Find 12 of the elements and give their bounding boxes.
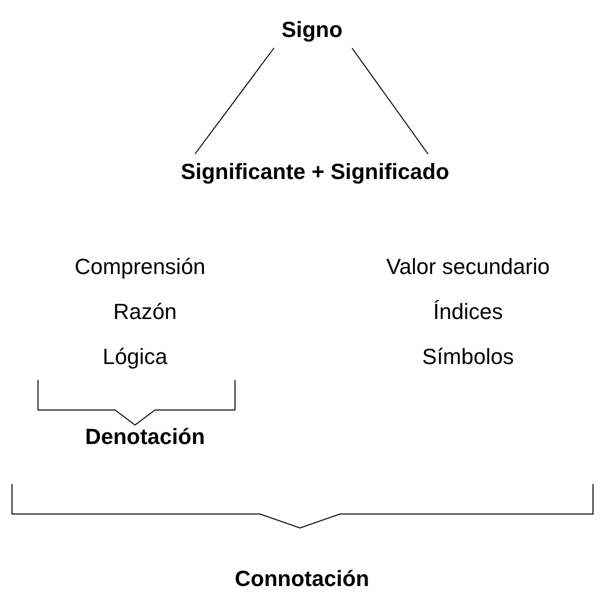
list-item: Símbolos	[422, 344, 514, 370]
node-text: Signo	[281, 17, 343, 43]
list-item: Lógica	[102, 344, 168, 370]
connector-line	[352, 48, 428, 154]
bracket-label: Denotación	[85, 424, 205, 450]
bracket-label: Connotación	[234, 566, 370, 592]
list-item: Razón	[113, 299, 177, 325]
connector-line	[194, 48, 274, 154]
list-item: Comprensión	[74, 254, 206, 280]
list-item: Valor secundario	[386, 254, 550, 280]
list-item: Índices	[433, 299, 503, 325]
node-text: Significante + Significado	[180, 159, 450, 185]
